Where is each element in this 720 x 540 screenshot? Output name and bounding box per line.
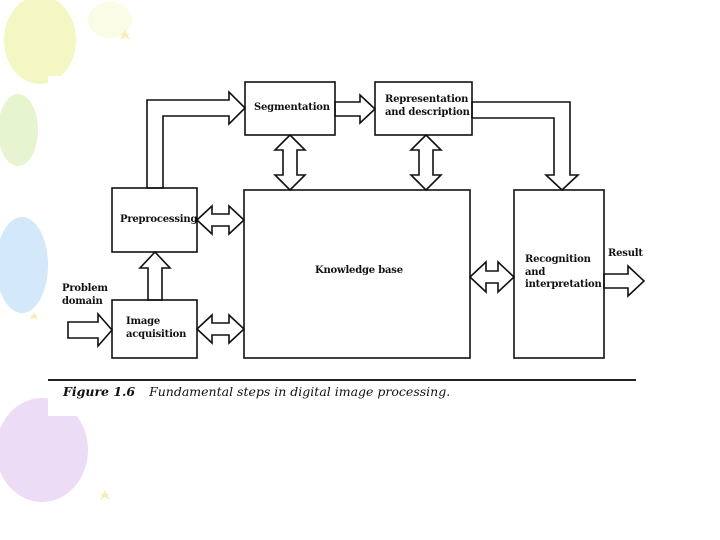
acq-to-pre-arrow	[138, 250, 172, 301]
star-decoration	[100, 490, 110, 500]
result-label: Result	[608, 248, 643, 259]
pre-to-seg-arrow	[146, 90, 247, 189]
caption-text: Fundamental steps in digital image proce…	[149, 384, 451, 399]
image-acquisition-label: Image acquisition	[126, 316, 187, 340]
balloon-green	[0, 94, 38, 166]
acq-kb-double-arrow	[195, 313, 246, 345]
rep-to-rec-arrow	[471, 101, 581, 192]
balloon-yellow	[4, 0, 76, 84]
problem-domain-label: Problem domain	[62, 283, 108, 307]
preprocessing-label: Preprocessing	[120, 214, 198, 225]
seg-kb-double-arrow	[273, 133, 307, 192]
figure-number: Figure 1.6	[63, 384, 136, 399]
knowledge-base-box	[243, 189, 471, 359]
figure-caption: Figure 1.6 Fundamental steps in digital …	[63, 384, 450, 399]
input-arrow	[67, 311, 114, 349]
output-arrow	[603, 264, 646, 298]
knowledge-base-label: Knowledge base	[315, 265, 403, 276]
star-decoration	[30, 312, 38, 320]
diagram-panel	[48, 76, 648, 416]
balloon-purple	[0, 398, 88, 502]
pre-kb-double-arrow	[195, 204, 246, 236]
caption-rule	[48, 379, 636, 381]
star-decoration	[120, 30, 130, 40]
balloon-faint-yellow	[88, 2, 132, 38]
balloon-blue	[0, 217, 48, 313]
rep-kb-double-arrow	[409, 133, 443, 192]
segmentation-label: Segmentation	[254, 102, 330, 113]
seg-to-rep-arrow	[334, 93, 377, 125]
kb-rec-double-arrow	[468, 260, 516, 294]
representation-label: Representation and description	[385, 94, 470, 118]
recognition-label: Recognition and interpretation	[525, 254, 602, 290]
